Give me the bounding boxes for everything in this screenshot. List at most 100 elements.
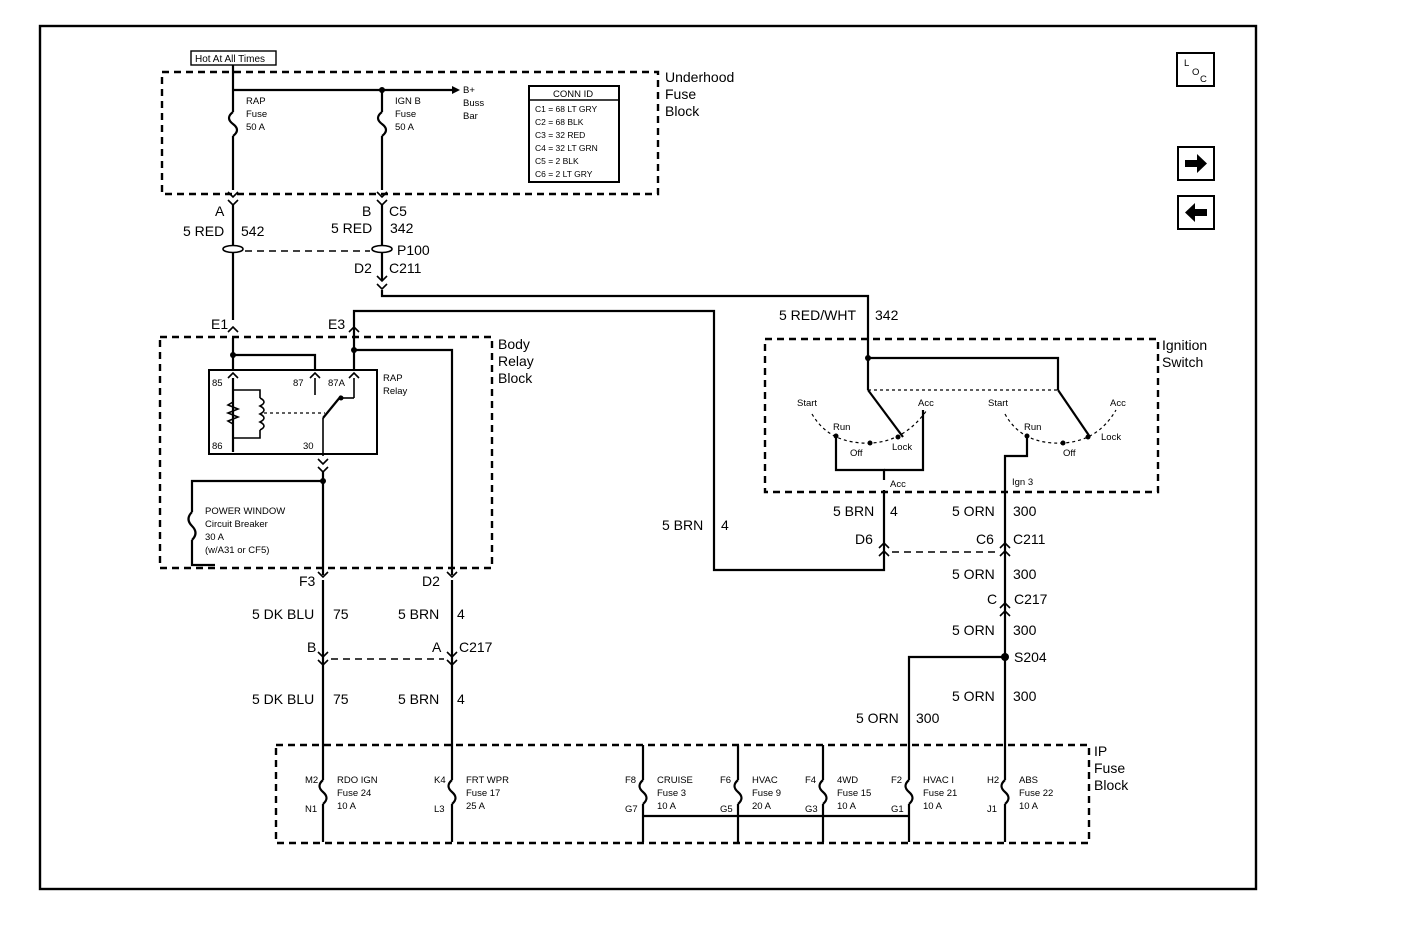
wire-342-color: 5 RED (331, 220, 372, 236)
ip-fuse-name: CRUISE (657, 775, 693, 786)
ip-fuse-name: RDO IGN (337, 775, 378, 786)
ip-title-1: IP (1094, 743, 1107, 759)
pin-87a: 87A (328, 378, 346, 389)
ignition-title-1: Ignition (1162, 337, 1207, 353)
upper-wiring: A B C5 5 RED 542 5 RED 342 P100 D2 C211 … (183, 191, 899, 572)
conn-c5-label: C5 (389, 203, 407, 219)
ip-fuse-bottom-pin: L3 (434, 804, 445, 815)
ign-fuse-name: IGN B (395, 96, 421, 107)
breaker-label-4: (w/A31 or CF5) (205, 545, 269, 556)
conn-row-1: C1 = 68 LT GRY (535, 104, 597, 114)
ign-right-run: Run (1024, 422, 1041, 433)
relay-resistor (225, 401, 241, 425)
fuse-icon (638, 779, 648, 805)
ip-fuse-bottom-pin: G7 (625, 804, 638, 815)
ip-fuse-number: Fuse 9 (752, 788, 781, 799)
ip-fuse-name: ABS (1019, 775, 1038, 786)
wire-300-circuit-a: 300 (1013, 503, 1037, 519)
ip-fuse-amp: 20 A (752, 801, 772, 812)
pin-e1-label: E1 (211, 316, 228, 332)
body-relay-title-1: Body (498, 336, 530, 352)
wire-300-circuit-d: 300 (1013, 688, 1037, 704)
wire-300-color-b: 5 ORN (952, 566, 995, 582)
wire-542-circuit: 542 (241, 223, 265, 239)
fuse-icon (318, 779, 328, 805)
conn-c217-left-label: C217 (459, 639, 493, 655)
wire-342-redwht-color: 5 RED/WHT (779, 307, 856, 323)
ign-right-off: Off (1063, 448, 1076, 459)
prev-page-button[interactable] (1177, 195, 1215, 230)
ign3-terminal-label: Ign 3 (1012, 477, 1033, 488)
ign-b-fuse-icon (376, 111, 388, 137)
wire-75-color-b: 5 DK BLU (252, 691, 314, 707)
wire-4-color-b: 5 BRN (398, 606, 439, 622)
conn-row-6: C6 = 2 LT GRY (535, 169, 593, 179)
ip-fuse-top-pin: F8 (625, 775, 636, 786)
wire-75-circuit-b: 75 (333, 691, 349, 707)
rap-fuse-name: RAP (246, 96, 266, 107)
arrow-left-icon (1185, 203, 1207, 222)
ip-fuse-bottom-pin: G1 (891, 804, 904, 815)
breaker-label-1: POWER WINDOW (205, 506, 285, 517)
ip-fuse-top-pin: H2 (987, 775, 999, 786)
underhood-title-2: Fuse (665, 86, 696, 102)
wire-75-circuit-a: 75 (333, 606, 349, 622)
rap-fuse-icon (227, 111, 239, 137)
ip-fuse-name: 4WD (837, 775, 858, 786)
buss-label-2: Buss (463, 98, 484, 109)
ign-right-acc: Acc (1110, 398, 1126, 409)
pin-87: 87 (293, 378, 304, 389)
fuse-icon (447, 779, 457, 805)
underhood-fuse-block: Hot At All Times Underhood Fuse Block B+… (160, 50, 734, 196)
wire-342-circuit: 342 (390, 220, 414, 236)
splice-s204-label: S204 (1014, 649, 1047, 665)
ign-left-acc: Acc (918, 398, 934, 409)
wire-542-color: 5 RED (183, 223, 224, 239)
ip-fuse-name: HVAC (752, 775, 778, 786)
underhood-title-1: Underhood (665, 69, 734, 85)
ip-fuse-top-pin: F4 (805, 775, 816, 786)
wire-4-brn-circuit-a: 4 (721, 517, 729, 533)
ip-fuse-name: FRT WPR (466, 775, 509, 786)
loc-button[interactable]: L O C (1176, 52, 1215, 87)
ign-left-lock: Lock (892, 442, 912, 453)
ip-fuse-number: Fuse 15 (837, 788, 871, 799)
conn-c211-label: C211 (389, 260, 422, 276)
pin-f3-label: F3 (299, 573, 316, 589)
wire-300-color-e: 5 ORN (856, 710, 899, 726)
pin-86: 86 (212, 441, 223, 452)
wire-300-circuit-e: 300 (916, 710, 940, 726)
next-page-button[interactable] (1177, 146, 1215, 181)
ignition-switch: Ignition Switch Start Run Off Lock Acc A… (763, 337, 1207, 494)
ip-title-3: Block (1094, 777, 1129, 793)
ip-fuse-top-pin: F6 (720, 775, 731, 786)
ip-fuse-number: Fuse 21 (923, 788, 957, 799)
pin-c6-label: C6 (976, 531, 994, 547)
wire-4-circuit-c: 4 (457, 691, 465, 707)
rap-fuse-kind: Fuse (246, 109, 267, 120)
pin-d6-label: D6 (855, 531, 873, 547)
conn-id-title: CONN ID (553, 89, 593, 100)
ip-fuse-top-pin: K4 (434, 775, 446, 786)
conn-id-table: CONN ID C1 = 68 LT GRY C2 = 68 BLK C3 = … (528, 85, 620, 183)
pin-b-lower-label: B (307, 639, 316, 655)
wire-4-brn-loop (352, 309, 886, 572)
rap-relay-label-2: Relay (383, 386, 408, 397)
lower-left-wiring: F3 D2 5 DK BLU 75 5 BRN 4 B A C217 5 DK … (252, 571, 493, 745)
relay-coil-icon (258, 397, 265, 431)
conn-row-4: C4 = 32 LT GRN (535, 143, 598, 153)
ip-fuse-block: IP Fuse Block (274, 743, 1129, 845)
buss-label-3: Bar (463, 111, 478, 122)
pin-30: 30 (303, 441, 314, 452)
right-wiring: 5 BRN 4 5 ORN 300 D6 C6 C211 5 ORN 300 C… (833, 490, 1048, 745)
ignition-contact-right (1057, 389, 1091, 438)
conn-row-5: C5 = 2 BLK (535, 156, 579, 166)
breaker-label-3: 30 A (205, 532, 225, 543)
ip-fuse-bottom-pin: G5 (720, 804, 733, 815)
ip-fuse-bottom-pin: J1 (987, 804, 997, 815)
body-relay-title-2: Relay (498, 353, 534, 369)
page-frame (38, 24, 1258, 891)
ign-left-start: Start (797, 398, 817, 409)
wire-4-circuit-b: 4 (457, 606, 465, 622)
